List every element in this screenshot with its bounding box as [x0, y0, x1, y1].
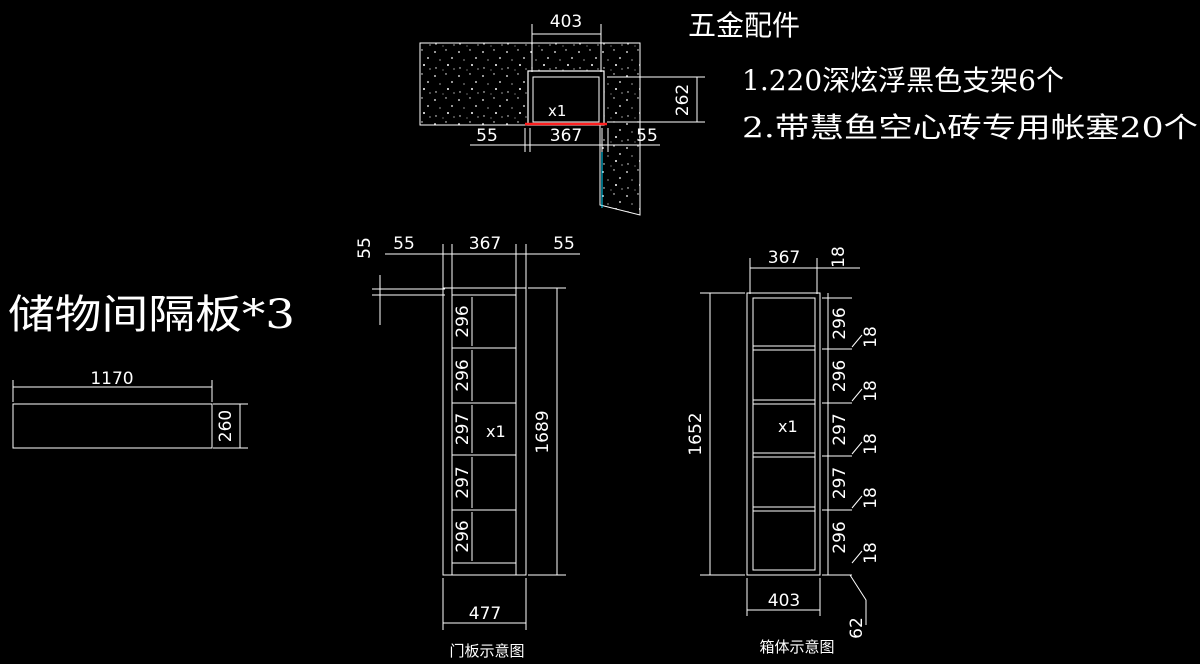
- box-diagram: 367 18 296 18 296 18 297 18 297 18 296 18 x1 1652…: [686, 246, 881, 656]
- box-cell-dim: 297: [830, 413, 850, 445]
- door-cell-dim: 297: [453, 413, 473, 445]
- box-tag: x1: [778, 417, 798, 436]
- shelf-panel: 储物间隔板*3 1170 260: [8, 292, 295, 449]
- door-caption: 门板示意图: [449, 642, 524, 660]
- box-gap-leader: [851, 550, 863, 564]
- box-dim-62: 62: [847, 617, 867, 639]
- plan-tag: x1: [548, 102, 566, 120]
- door-dim-1689: 1689: [533, 410, 553, 453]
- shelf-title: 储物间隔板*3: [8, 292, 295, 338]
- shelf-outline: [12, 403, 213, 449]
- box-caption: 箱体示意图: [759, 638, 834, 656]
- door-cell-dim: 296: [453, 305, 473, 337]
- box-cell-dim: 296: [830, 307, 850, 339]
- box-dim-18-top: 18: [829, 246, 849, 268]
- hardware-line-1: 1.220深炫浮黑色支架6个: [742, 64, 1064, 97]
- door-shelf-lines: [452, 294, 516, 564]
- box-cell-dim: 296: [830, 521, 850, 553]
- box-gap-dim: 18: [861, 542, 881, 564]
- box-dim-403: 403: [768, 591, 800, 611]
- door-cell-dim: 296: [453, 520, 473, 552]
- door-cell-dim: 297: [453, 466, 473, 498]
- door-frame-inner: [451, 287, 517, 576]
- box-frame-outer: [746, 292, 821, 576]
- plan-view: x1 403 262 55 367 55: [419, 12, 705, 216]
- box-dim-1652: 1652: [686, 412, 706, 455]
- box-gap-leader: [851, 334, 863, 348]
- plan-dim-55-left: 55: [476, 126, 498, 146]
- box-gap-leader: [851, 495, 863, 509]
- plan-niche-inner: [532, 76, 600, 123]
- plan-niche: [527, 70, 605, 126]
- box-shelf-lines: [753, 345, 815, 512]
- box-gap-leader: [851, 441, 863, 455]
- door-diagram: 55 367 55 55 296 296 297 297 296 x1 1689 477…: [355, 234, 580, 660]
- box-cell-dim: 296: [830, 360, 850, 392]
- hardware-notes: 五金配件 1.220深炫浮黑色支架6个 2.带慧鱼空心砖专用帐塞20个: [688, 9, 1198, 144]
- door-dim-55-right: 55: [553, 234, 575, 254]
- plan-dim-262: 262: [673, 84, 693, 116]
- door-dim-55-left: 55: [393, 234, 415, 254]
- door-cell-dim: 296: [453, 359, 473, 391]
- box-cell-dims: 296 18 296 18 297 18 297 18 296 18: [822, 293, 881, 576]
- box-frame-inner: [752, 297, 816, 571]
- box-gap-dim: 18: [861, 326, 881, 348]
- plan-dim-403: 403: [550, 12, 582, 32]
- hardware-title: 五金配件: [688, 9, 800, 42]
- hardware-line-2: 2.带慧鱼空心砖专用帐塞20个: [742, 111, 1198, 144]
- shelf-dim-260: 260: [216, 410, 236, 442]
- door-dim-477: 477: [469, 604, 501, 624]
- box-gap-dim: 18: [861, 433, 881, 455]
- door-cell-dims: 296 296 297 297 296: [453, 297, 473, 561]
- door-dim-55-side: 55: [355, 237, 375, 259]
- box-gap-dim: 18: [861, 380, 881, 402]
- box-cell-dim: 297: [830, 467, 850, 499]
- door-tag: x1: [486, 422, 506, 441]
- box-gap-leader: [851, 388, 863, 402]
- box-dim-367: 367: [768, 248, 800, 268]
- door-dim-367: 367: [469, 234, 501, 254]
- shelf-dim-1170: 1170: [90, 369, 133, 389]
- plan-dim-367: 367: [550, 126, 582, 146]
- plan-dim-55-right: 55: [636, 126, 658, 146]
- box-leader-62: [849, 574, 867, 625]
- box-gap-dim: 18: [861, 487, 881, 509]
